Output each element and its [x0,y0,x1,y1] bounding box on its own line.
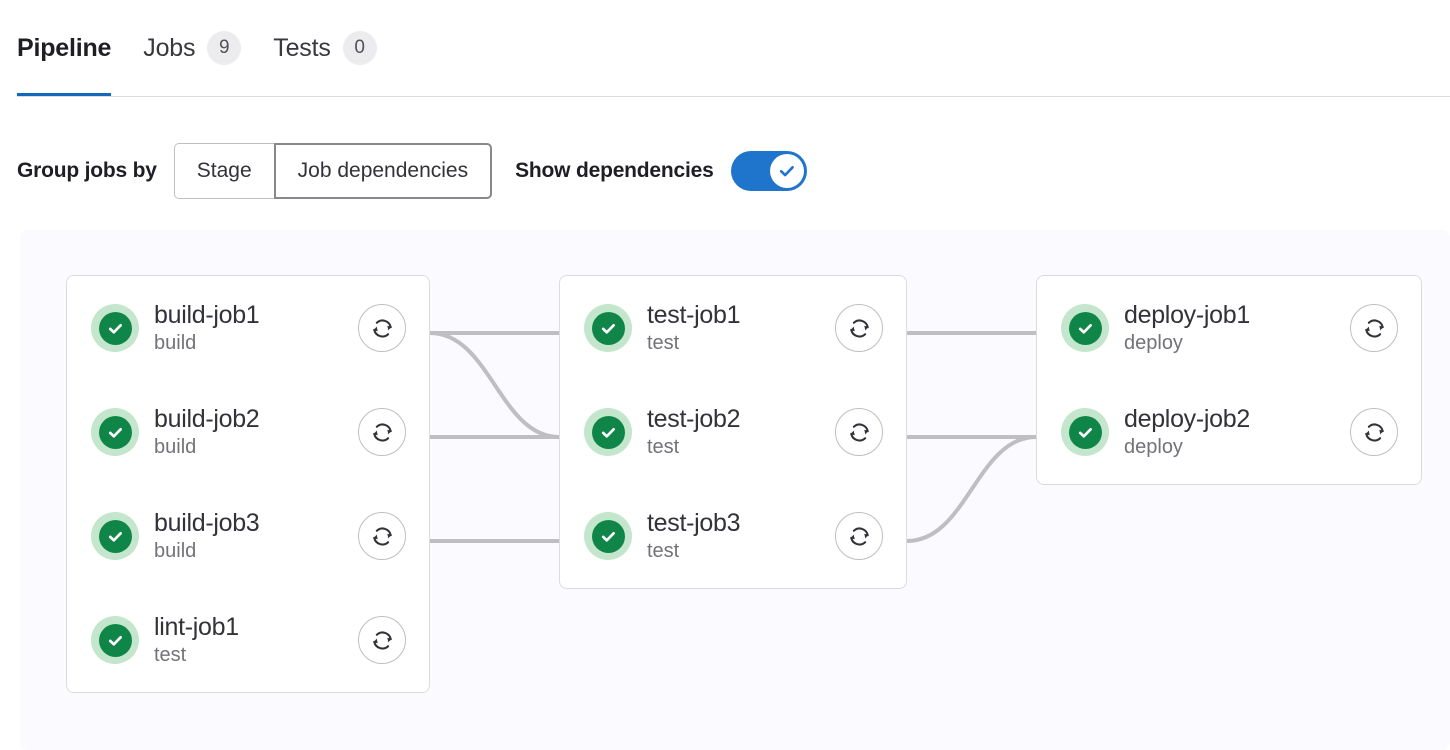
retry-icon-button[interactable] [835,512,883,560]
job-stage: test [647,540,680,562]
job-stage: deploy [1124,332,1183,354]
check-circle-icon [91,304,139,352]
show-dependencies-label: Show dependencies [515,159,714,182]
job-text: test-job1 test [647,301,835,355]
job-text: build-job1 build [154,301,358,355]
retry-icon [372,527,392,545]
tab-pipeline[interactable]: Pipeline [17,0,111,96]
job-card-build-job3[interactable]: build-job3 build [67,484,429,588]
job-name: test-job1 [647,301,741,329]
tab-pipeline-label: Pipeline [17,33,112,62]
retry-icon [1364,319,1384,337]
link-test-job3-deploy-job2 [906,435,1037,543]
check-circle-icon [91,616,139,664]
check-circle-icon [584,304,632,352]
job-name: deploy-job1 [1124,301,1250,329]
job-card-deploy-job1[interactable]: deploy-job1 deploy [1037,276,1421,380]
job-stage: build [154,436,197,458]
job-card-test-job2[interactable]: test-job2 test [560,380,906,484]
retry-icon-button[interactable] [1350,408,1398,456]
tab-tests[interactable]: Tests 0 [273,0,377,96]
job-card-deploy-job2[interactable]: deploy-job2 deploy [1037,380,1421,484]
job-name: lint-job1 [154,613,239,641]
job-text: deploy-job2 deploy [1124,405,1350,459]
job-text: lint-job1 test [154,613,358,667]
link-build-job1-test-job2 [429,331,560,439]
job-stage: test [154,644,187,666]
job-card-build-job2[interactable]: build-job2 build [67,380,429,484]
retry-icon-button[interactable] [835,304,883,352]
tab-list: Pipeline Jobs 9 Tests 0 [17,0,409,96]
job-card-test-job1[interactable]: test-job1 test [560,276,906,380]
retry-icon-button[interactable] [835,408,883,456]
tab-active-indicator [17,93,112,96]
pipeline-stage-column: test-job1 test test-job2 test [559,275,907,589]
tab-jobs-badge: 9 [207,31,242,65]
job-name: build-job3 [154,509,260,537]
retry-icon-button[interactable] [1350,304,1398,352]
job-card-test-job3[interactable]: test-job3 test [560,484,906,588]
job-text: build-job2 build [154,405,358,459]
job-stage: test [647,436,680,458]
show-dependencies-control: Show dependencies [515,151,807,191]
retry-icon [849,319,869,337]
pipeline-controls: Group jobs by Stage Job dependencies Sho… [17,143,807,199]
retry-icon [372,319,392,337]
job-name: deploy-job2 [1124,405,1250,433]
job-stage: build [154,332,197,354]
tab-tests-badge: 0 [342,31,377,65]
job-stage: test [647,332,680,354]
check-circle-icon [584,408,632,456]
tab-bar: Pipeline Jobs 9 Tests 0 [0,0,1450,99]
job-card-lint-job1[interactable]: lint-job1 test [67,588,429,692]
retry-icon [1364,423,1384,441]
retry-icon [849,527,869,545]
group-by-stage-button[interactable]: Stage [173,143,274,199]
group-jobs-by-label: Group jobs by [17,159,157,182]
tab-tests-label: Tests [273,33,331,62]
check-icon [779,166,794,177]
job-name: test-job2 [647,405,741,433]
job-name: build-job2 [154,405,260,433]
show-dependencies-toggle[interactable] [730,151,807,191]
check-circle-icon [1061,408,1109,456]
pipeline-graph-canvas[interactable]: build-job1 build build-job2 buil [20,230,1450,750]
job-text: test-job3 test [647,509,835,563]
group-by-job-dependencies-button[interactable]: Job dependencies [273,143,493,199]
toggle-knob [769,154,804,188]
tab-bar-divider [17,96,1450,97]
job-text: deploy-job1 deploy [1124,301,1350,355]
retry-icon [849,423,869,441]
retry-icon-button[interactable] [358,408,406,456]
job-card-build-job1[interactable]: build-job1 build [67,276,429,380]
job-name: test-job3 [647,509,741,537]
retry-icon-button[interactable] [358,304,406,352]
check-circle-icon [91,512,139,560]
job-text: build-job3 build [154,509,358,563]
retry-icon-button[interactable] [358,616,406,664]
job-stage: build [154,540,197,562]
tab-jobs-label: Jobs [143,33,196,62]
check-circle-icon [584,512,632,560]
job-name: build-job1 [154,301,260,329]
job-text: test-job2 test [647,405,835,459]
pipeline-stage-column: build-job1 build build-job2 buil [66,275,430,693]
retry-icon [372,423,392,441]
pipeline-stage-column: deploy-job1 deploy deploy-job2 d [1036,275,1422,485]
check-circle-icon [1061,304,1109,352]
job-stage: deploy [1124,436,1183,458]
group-jobs-by-segmented-control: Stage Job dependencies [173,143,493,199]
tab-jobs[interactable]: Jobs 9 [143,0,242,96]
retry-icon-button[interactable] [358,512,406,560]
retry-icon [372,631,392,649]
check-circle-icon [91,408,139,456]
